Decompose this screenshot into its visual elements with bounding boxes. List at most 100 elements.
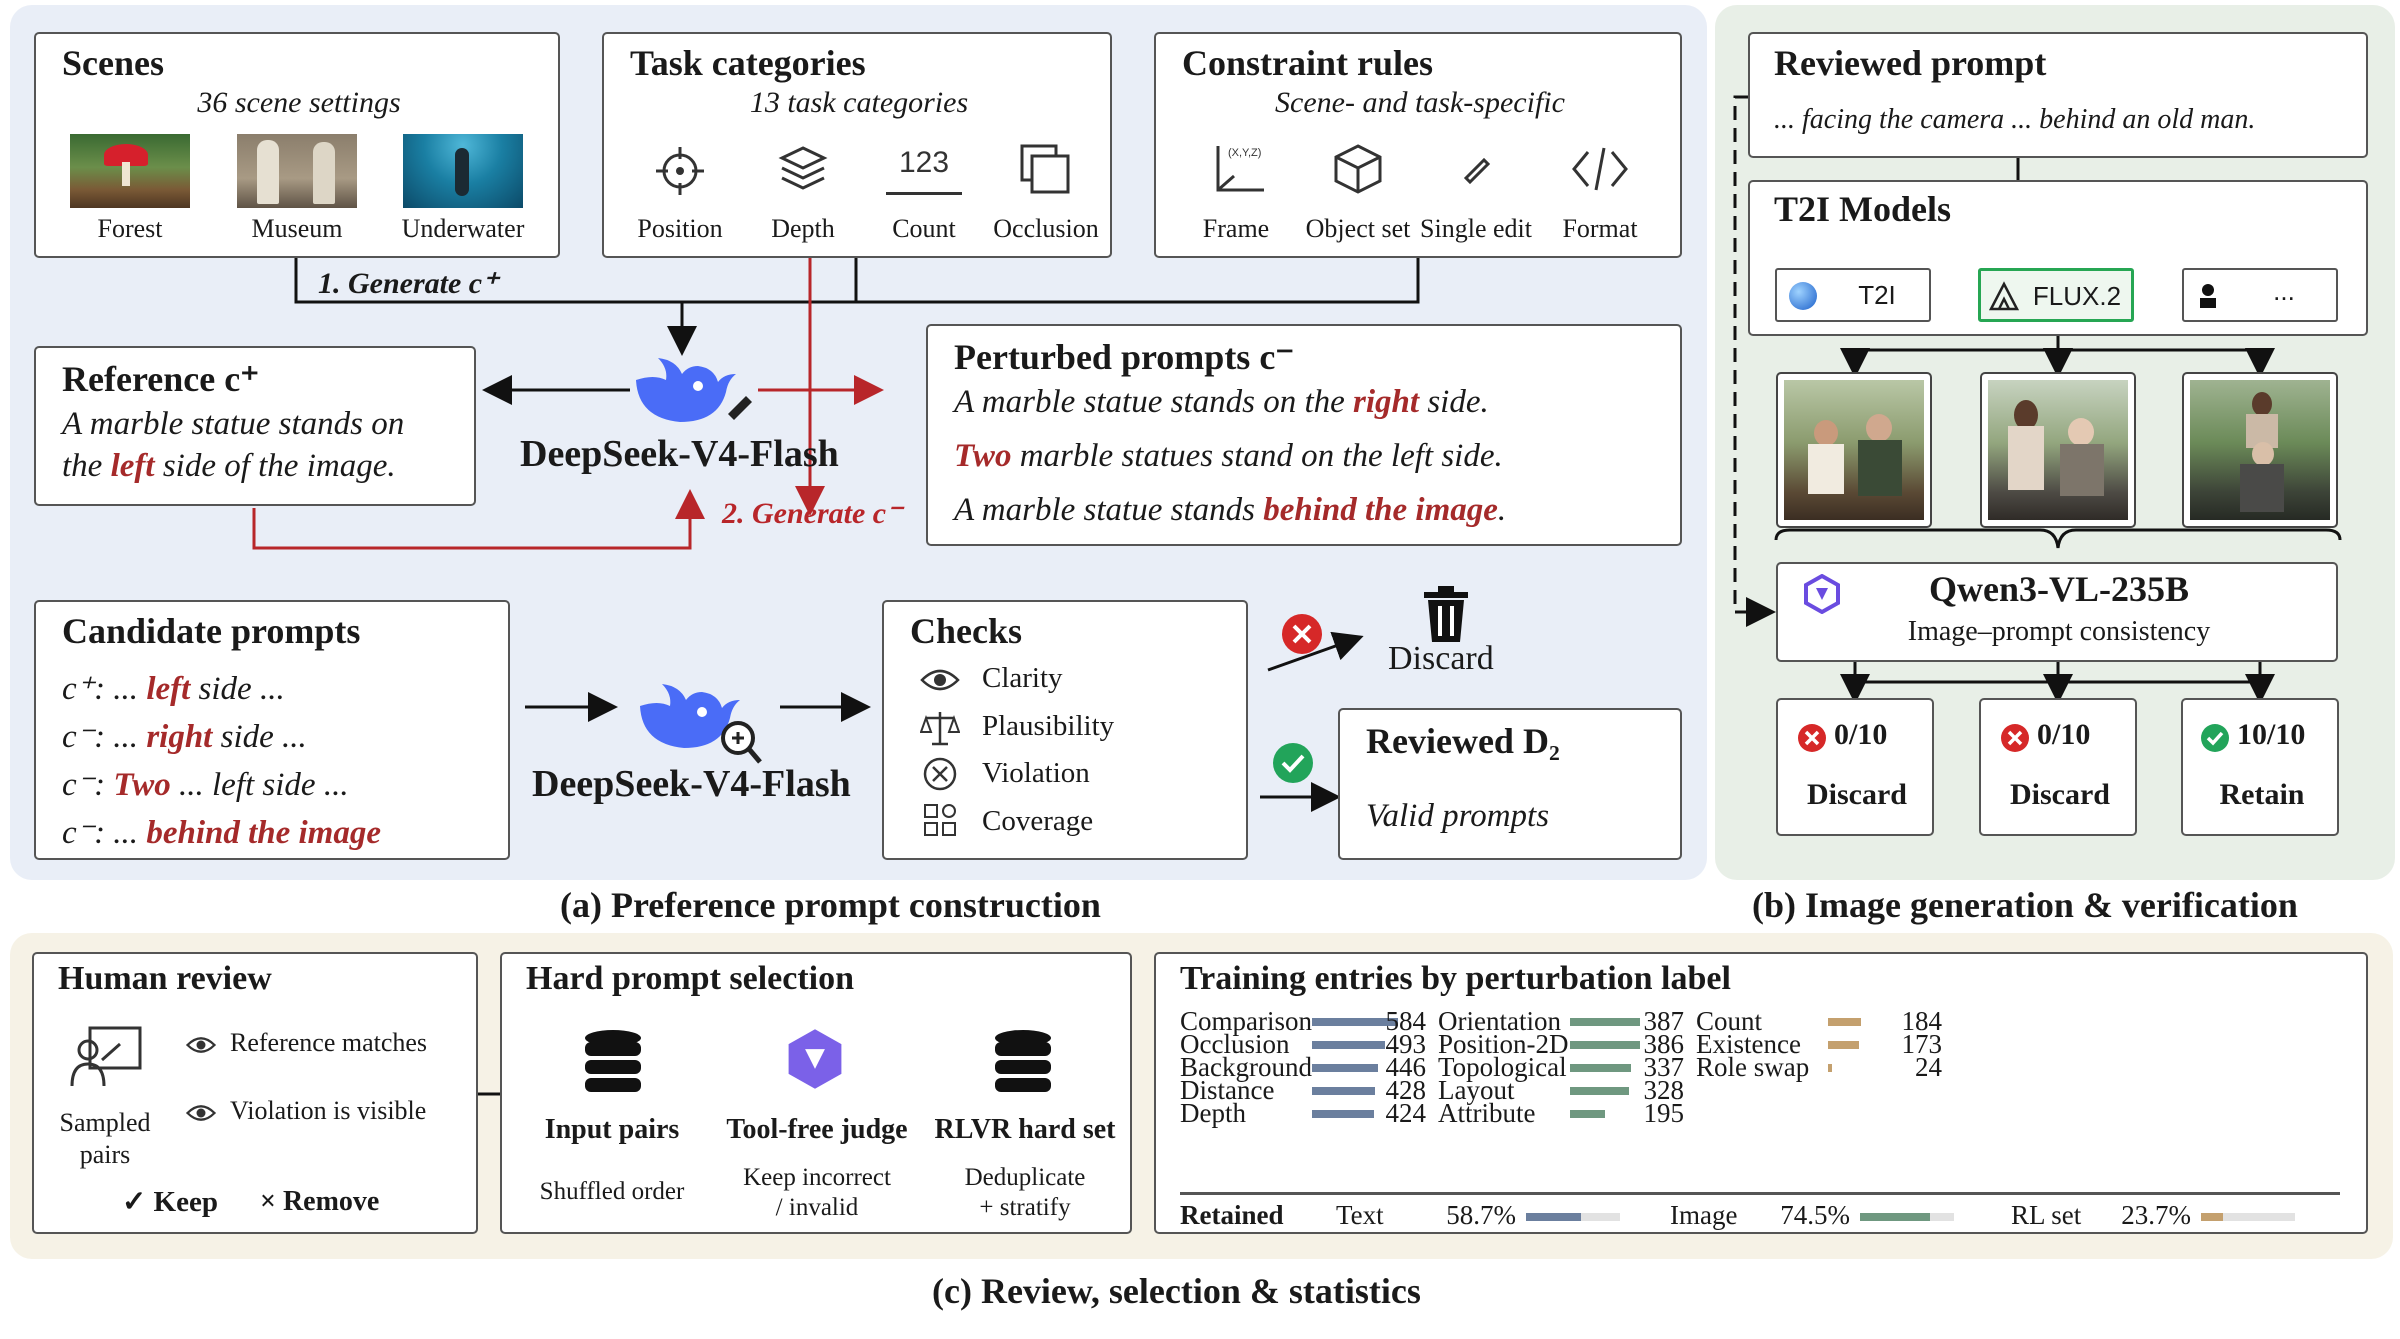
stat-bar: [1828, 1041, 1860, 1049]
result-action-1: Discard: [1807, 778, 1907, 811]
fail-icon: [2001, 724, 2029, 752]
check-plausibility: Plausibility: [982, 710, 1115, 742]
task-depth-label: Depth: [771, 214, 835, 243]
constraint-rules-subtitle: Scene- and task-specific: [1275, 86, 1565, 119]
retained-name: Image: [1670, 1200, 1738, 1230]
task-occlusion-label: Occlusion: [993, 214, 1099, 243]
model-name-top: DeepSeek-V4-Flash: [520, 433, 839, 475]
globe-icon: [1789, 282, 1817, 310]
generated-image-3: [2182, 372, 2338, 528]
stat-bar: [1570, 1087, 1630, 1095]
stat-bar: [1312, 1110, 1375, 1118]
model-t2i-label: T2I: [1858, 280, 1896, 310]
caption-a: (a) Preference prompt construction: [560, 885, 1101, 925]
constraint-rules-box: Constraint rules Scene- and task-specifi…: [1154, 32, 1682, 258]
sampled-pairs-line-2: pairs: [79, 1140, 131, 1169]
result-action-3: Retain: [2219, 778, 2305, 811]
step-tool-free-judge-desc-2: / invalid: [775, 1194, 859, 1221]
stat-label: Background: [1180, 1052, 1312, 1082]
stat-bar: [1570, 1041, 1640, 1049]
stat-label: Attribute: [1438, 1098, 1536, 1128]
stat-value: 386: [1643, 1029, 1685, 1059]
result-box-3: 10/10 Retain: [2181, 698, 2339, 836]
constraint-rules-title: Constraint rules: [1182, 43, 1433, 83]
perturbed-prompts-box: Perturbed prompts c⁻ A marble statue sta…: [926, 324, 1682, 546]
stat-label: Layout: [1438, 1075, 1515, 1105]
stat-label: Existence: [1696, 1029, 1801, 1059]
model-flux-chip: FLUX.2: [1978, 268, 2134, 322]
reference-box: Reference c⁺ A marble statue stands on t…: [34, 346, 476, 506]
database-icon: [585, 1030, 641, 1092]
result-box-1: 0/10 Discard: [1776, 698, 1934, 836]
check-coverage: Coverage: [982, 805, 1094, 837]
reviewed-prompt-body: ... facing the camera ... behind an old …: [1774, 104, 2256, 135]
verifier-desc: Image–prompt consistency: [1907, 616, 2211, 647]
stat-label: Count: [1696, 1006, 1763, 1036]
reference-title: Reference c⁺: [62, 359, 260, 399]
constraint-format-label: Format: [1562, 214, 1638, 243]
keep-label: ✓ Keep: [122, 1186, 218, 1218]
reviewed-d2-box: Reviewed D₂ Valid prompts: [1338, 708, 1682, 860]
caption-b: (b) Image generation & verification: [1752, 885, 2298, 925]
reviewed-d2-title: Reviewed D₂: [1366, 721, 1560, 761]
retained-value: 23.7%: [2121, 1200, 2191, 1230]
model-other-label: ...: [2273, 276, 2295, 306]
stat-bar: [1312, 1018, 1398, 1026]
stat-label: Distance: [1180, 1075, 1275, 1105]
stat-value: 24: [1915, 1052, 1942, 1082]
stat-value: 428: [1385, 1075, 1427, 1105]
task-count-label: Count: [892, 214, 956, 243]
eye-icon: [186, 1105, 216, 1121]
person-icon: [2200, 284, 2216, 308]
perturbed-line-3: A marble statue stands behind the image.: [954, 492, 1507, 528]
reviewed-prompt-title: Reviewed prompt: [1774, 43, 2047, 83]
sampled-pairs-line-1: Sampled: [59, 1108, 151, 1137]
flux-triangle-icon: [1989, 281, 2019, 311]
task-position-label: Position: [637, 214, 723, 243]
scenes-box: Scenes 36 scene settings Forest Museum U…: [34, 32, 560, 258]
check-violation-visible: Violation is visible: [230, 1096, 427, 1125]
step-generate-positive: 1. Generate c⁺: [318, 267, 498, 300]
result-score-2: 0/10: [2037, 718, 2091, 751]
stat-value: 584: [1385, 1006, 1427, 1036]
stat-label: Role swap: [1696, 1052, 1810, 1082]
perturbed-line-1: A marble statue stands on the right side…: [954, 384, 1489, 420]
candidate-row-1: c⁺: ... left side ...: [62, 671, 285, 707]
stat-label: Depth: [1180, 1098, 1246, 1128]
candidate-row-3: c⁻: Two ... left side ...: [62, 767, 349, 803]
remove-label: × Remove: [260, 1186, 380, 1217]
constraint-frame-label: Frame: [1202, 214, 1270, 243]
eye-icon: [186, 1037, 216, 1053]
verifier-box: Qwen3-VL-235B Image–prompt consistency: [1776, 562, 2338, 662]
reject-icon: [1282, 614, 1322, 654]
generated-image-1: [1776, 372, 1932, 528]
stat-label: Orientation: [1438, 1006, 1561, 1036]
candidate-prompts-box: Candidate prompts c⁺: ... left side ... …: [34, 600, 510, 860]
retained-fill: [2201, 1213, 2223, 1221]
reviewed-prompt-box: Reviewed prompt ... facing the camera ..…: [1748, 32, 2368, 158]
cross-circle-icon: [923, 757, 957, 791]
forest-thumbnail: [70, 134, 190, 208]
candidate-title: Candidate prompts: [62, 611, 361, 651]
retained-name: RL set: [2011, 1200, 2082, 1230]
stats-title: Training entries by perturbation label: [1180, 960, 1731, 997]
constraint-single-edit-label: Single edit: [1420, 214, 1532, 243]
constraint-object-set-label: Object set: [1305, 214, 1411, 243]
step-tool-free-judge: Tool-free judge: [726, 1114, 908, 1145]
pencil-icon: [1463, 157, 1491, 185]
check-violation: Violation: [982, 757, 1090, 789]
stat-value: 328: [1643, 1075, 1685, 1105]
perturbed-line-2: Two marble statues stand on the left sid…: [954, 438, 1503, 474]
model-flux-label: FLUX.2: [2032, 281, 2122, 311]
stat-value: 387: [1643, 1006, 1685, 1036]
stat-value: 337: [1643, 1052, 1685, 1082]
axes-icon: (X,Y,Z): [1216, 146, 1264, 192]
stat-bar: [1570, 1018, 1640, 1026]
t2i-title: T2I Models: [1774, 189, 1952, 229]
generated-image-2: [1980, 372, 2136, 528]
hard-selection-title: Hard prompt selection: [526, 960, 855, 997]
forest-label: Forest: [97, 214, 163, 243]
count-icon: 123: [886, 146, 962, 195]
retained-fill: [1860, 1213, 1930, 1221]
training-stats-box: Training entries by perturbation label C…: [1154, 952, 2368, 1234]
